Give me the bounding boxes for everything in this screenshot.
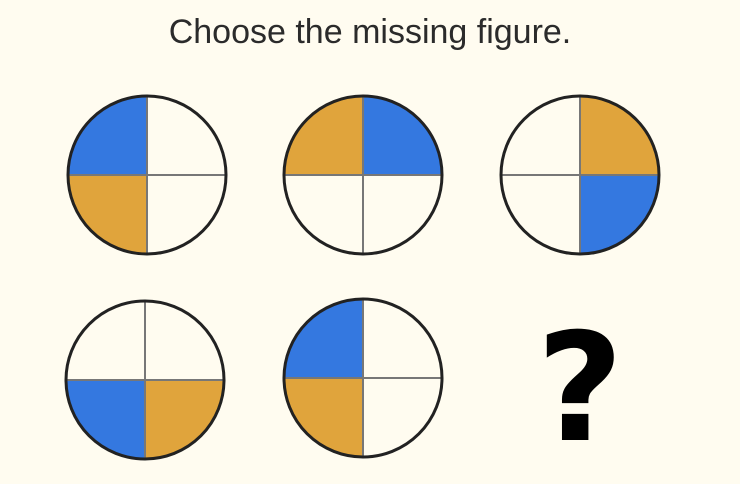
circle-outline: [282, 297, 444, 459]
question-text: Choose the missing figure.: [168, 13, 572, 51]
quadrant-top-left-orange: [284, 96, 363, 175]
figure-5: [282, 297, 444, 459]
quadrant-bottom-right-empty: [363, 378, 442, 457]
quadrant-bottom-left-empty: [501, 175, 580, 254]
quadrant-bottom-left-empty: [284, 175, 363, 254]
quadrant-bottom-right-blue: [580, 175, 659, 254]
quadrant-top-right-empty: [145, 301, 224, 380]
figure-4: [64, 299, 226, 461]
quadrant-top-right-orange: [580, 96, 659, 175]
missing-figure-question-mark[interactable]: ?: [536, 302, 623, 476]
circle-outline: [64, 299, 226, 461]
figure-1: [66, 94, 228, 256]
quadrant-bottom-left-orange: [68, 175, 147, 254]
circle-outline: [282, 94, 444, 256]
quadrant-top-right-empty: [363, 299, 442, 378]
quadrant-top-left-empty: [501, 96, 580, 175]
quadrant-bottom-right-empty: [363, 175, 442, 254]
quadrant-bottom-left-orange: [284, 378, 363, 457]
quadrant-bottom-left-blue: [66, 380, 145, 459]
figure-2: [282, 94, 444, 256]
quadrant-bottom-right-empty: [147, 175, 226, 254]
quadrant-top-left-empty: [66, 301, 145, 380]
figure-3: [499, 94, 661, 256]
quadrant-top-left-blue: [284, 299, 363, 378]
circle-outline: [66, 94, 228, 256]
quadrant-bottom-right-orange: [145, 380, 224, 459]
circle-outline: [499, 94, 661, 256]
quadrant-top-left-blue: [68, 96, 147, 175]
quadrant-top-right-empty: [147, 96, 226, 175]
quadrant-top-right-blue: [363, 96, 442, 175]
